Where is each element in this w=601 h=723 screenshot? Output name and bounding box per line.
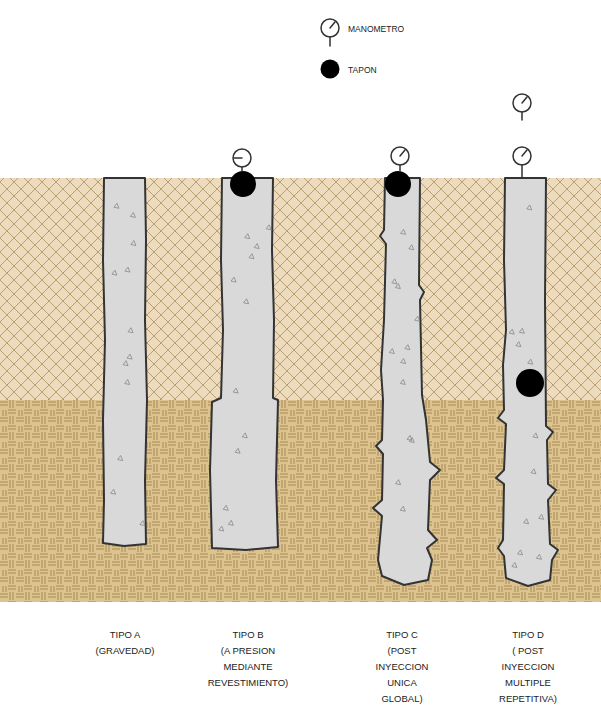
aggregate-mark [516,342,521,347]
aggregate-mark [400,506,405,511]
aggregate-mark [249,254,254,259]
pressure-gauge [513,94,531,120]
aggregate-mark [528,359,533,364]
aggregate-mark [244,299,249,304]
aggregate-mark [235,448,240,453]
type-label: TIPO A [80,627,170,643]
aggregate-mark [219,526,224,531]
aggregate-mark [266,225,271,230]
aggregate-mark [409,245,414,250]
legend-text: TAPON [348,62,377,78]
aggregate-mark [245,234,250,239]
aggregate-mark [112,270,117,275]
aggregate-mark [125,267,130,272]
aggregate-mark [254,244,259,249]
type-label: TIPO D [492,627,564,643]
aggregate-mark [125,379,130,384]
aggregate-mark [140,521,145,526]
pressure-gauge [513,147,531,178]
aggregate-mark [415,316,420,321]
type-label: ( POST INYECCION MULTIPLE REPETITIVA) [492,643,564,707]
aggregate-mark [242,433,247,438]
type-label: (A PRESION MEDIANTE REVESTIMIENTO) [200,643,296,691]
plug [230,171,256,197]
aggregate-mark [130,212,135,217]
type-label: (GRAVEDAD) [80,643,170,659]
legend-text: MANOMETRO [348,21,404,37]
aggregate-mark [533,433,538,438]
aggregate-mark [128,328,133,333]
aggregate-mark [228,520,233,525]
aggregate-mark [114,203,119,208]
aggregate-mark [127,354,132,359]
type-label: TIPO B [200,627,296,643]
legend-plug-symbol [321,60,340,79]
aggregate-mark [512,563,517,568]
aggregate-mark [401,229,406,234]
aggregate-mark [392,279,397,284]
aggregate-mark [233,388,238,393]
aggregate-mark [396,480,401,485]
aggregate-mark [111,489,116,494]
aggregate-mark [118,456,123,461]
aggregate-mark [509,329,514,334]
aggregate-mark [389,349,394,354]
type-label: TIPO C [370,627,434,643]
type-label: (POST INYECCION UNICA GLOBAL) [370,643,434,707]
aggregate-mark [395,284,400,289]
legend-gauge-symbol [321,19,339,46]
aggregate-mark [524,519,529,524]
aggregate-mark [527,205,532,210]
aggregate-mark [405,345,410,350]
aggregate-mark [231,277,236,282]
aggregate-mark [400,379,405,384]
pile-b [210,178,278,550]
aggregate-mark [539,514,544,519]
aggregate-mark [531,469,536,474]
pressure-gauge [233,149,251,171]
aggregate-mark [401,359,406,364]
plug [516,369,544,397]
aggregate-mark [223,505,228,510]
pile-a [103,178,147,546]
aggregate-mark [519,328,524,333]
aggregate-mark [123,361,128,366]
aggregate-mark [518,550,523,555]
aggregate-mark [536,554,541,559]
plug [385,171,411,197]
aggregate-mark [407,435,412,440]
pile-c [373,178,440,585]
pressure-gauge [391,147,409,171]
aggregate-mark [131,241,136,246]
pile-d [496,178,558,586]
